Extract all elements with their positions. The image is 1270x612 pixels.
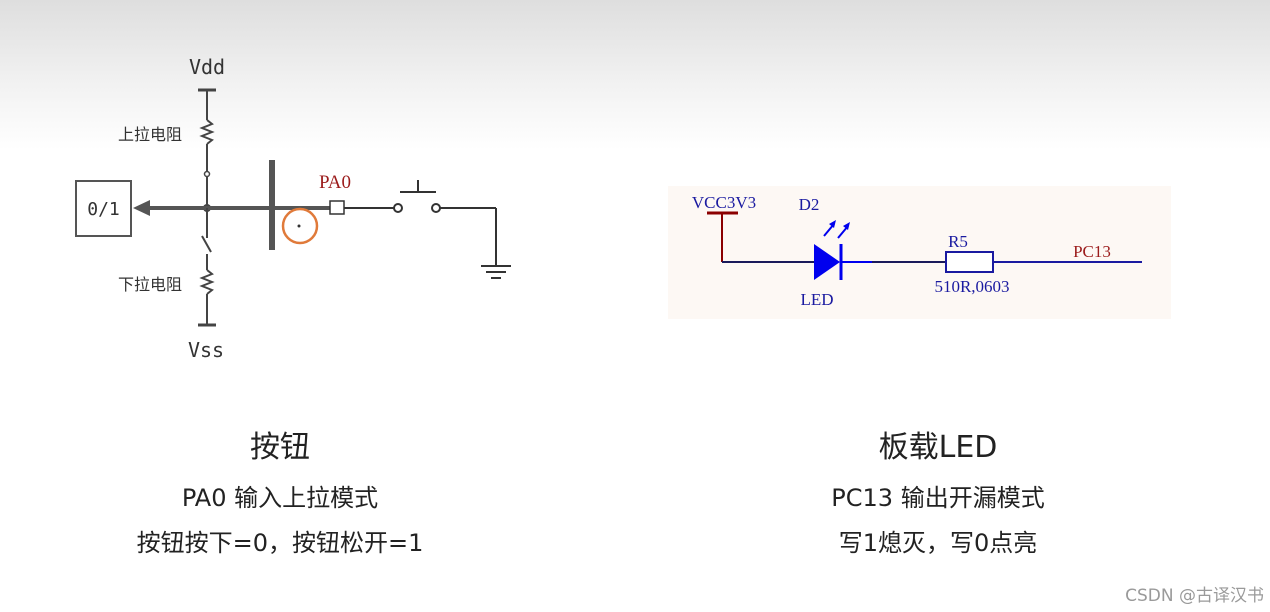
right-caption-title: 板载LED: [878, 430, 998, 465]
highlight-circle: [281, 207, 319, 245]
led-ray-head-1: [829, 220, 836, 228]
led-circuit-background: [668, 186, 1171, 319]
left-caption-line2: 按钮按下=0，按钮松开=1: [136, 529, 424, 557]
button-circuit: Vdd 上拉电阻 0/1 下拉电阻 Vss PA0: [75, 55, 511, 362]
led-circuit: VCC3V3 D2 LED R5 510R,0603 PC13: [668, 186, 1171, 319]
left-caption-line1: PA0 输入上拉模式: [181, 484, 379, 512]
diode-ref: D2: [799, 195, 820, 214]
supply-label: VCC3V3: [692, 193, 756, 212]
pulldown-resistor: [199, 269, 215, 295]
pin-label: PA0: [319, 172, 351, 193]
io-box-label: 0/1: [87, 199, 120, 220]
resistor-ref: R5: [948, 232, 968, 251]
pulldown-switch: [201, 235, 212, 253]
led-triangle: [814, 244, 840, 280]
pullup-switch-contact: [203, 170, 211, 178]
pullup-resistor: [199, 119, 215, 145]
pin-box: [329, 200, 345, 215]
button-contact-left: [393, 203, 403, 213]
resistor-value: 510R,0603: [934, 277, 1009, 296]
watermark: CSDN @古译汉书: [1125, 586, 1264, 606]
left-caption: 按钮 PA0 输入上拉模式 按钮按下=0，按钮松开=1: [80, 422, 480, 558]
resistor-body: [945, 251, 994, 273]
right-caption-line1: PC13 输出开漏模式: [831, 484, 1045, 512]
signal-arrow: [133, 200, 150, 216]
highlight-dot: [297, 224, 301, 228]
left-caption-title: 按钮: [250, 430, 310, 465]
io-box: [75, 180, 132, 237]
pulldown-label: 下拉电阻: [118, 276, 182, 294]
vss-label: Vss: [188, 338, 224, 362]
vdd-label: Vdd: [189, 55, 225, 79]
led-ray-head-2: [843, 222, 850, 230]
net-label: PC13: [1073, 242, 1111, 261]
right-caption: 板载LED PC13 输出开漏模式 写1熄灭，写0点亮: [738, 422, 1138, 558]
right-caption-line2: 写1熄灭，写0点亮: [838, 529, 1038, 557]
button-contact-right: [431, 203, 441, 213]
pullup-label: 上拉电阻: [118, 126, 182, 144]
diode-type: LED: [800, 290, 833, 309]
